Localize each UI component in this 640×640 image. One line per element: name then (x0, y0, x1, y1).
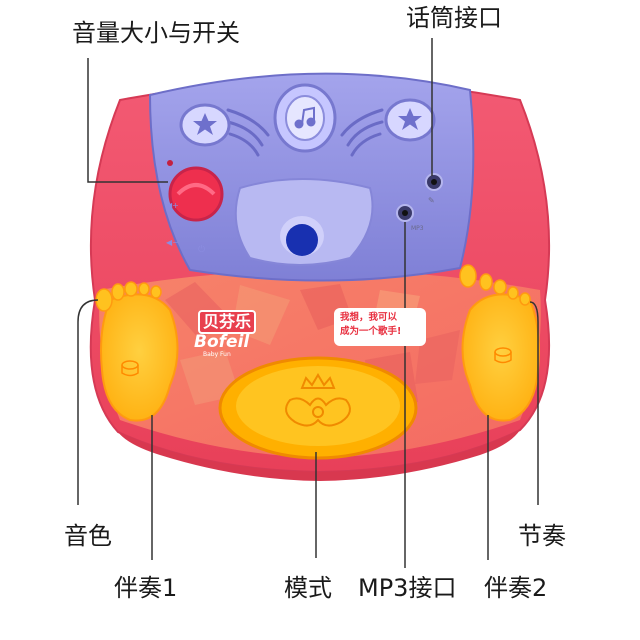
brand-logo-cn: 贝芬乐 (198, 310, 257, 334)
power-icon: ⏻ (198, 244, 205, 255)
mic-holder (234, 178, 374, 266)
star-icon (398, 108, 422, 130)
brand-subtitle: Baby Fun (203, 351, 231, 358)
mp3-jack[interactable] (396, 204, 414, 222)
mic-socket (286, 224, 318, 256)
music-note-icon (294, 106, 316, 129)
volume-up-icon: ◀+ (166, 201, 179, 210)
brand-logo-en: Bofeil (194, 332, 250, 352)
crest-icon (285, 397, 351, 427)
drum-icon (121, 360, 139, 377)
label-accompaniment-2: 伴奏2 (484, 574, 548, 602)
label-mode: 模式 (284, 574, 332, 602)
leader-tone (77, 299, 99, 505)
slogan-sticker: 我想，我可以 成为一个歌手! (334, 308, 426, 346)
star-icon (193, 113, 217, 135)
music-button[interactable] (273, 83, 337, 153)
star-button-left[interactable] (179, 103, 231, 147)
mode-pad[interactable] (218, 356, 418, 460)
drum-icon (494, 347, 512, 364)
volume-knob[interactable]: ◀+ ◀− ⏻ (166, 160, 224, 255)
speaker-grille (226, 108, 384, 157)
crown-icon (300, 373, 336, 389)
power-led (167, 160, 173, 166)
leader-volume (87, 58, 168, 183)
slogan-line-1: 我想，我可以 (340, 312, 398, 323)
volume-down-icon: ◀− (166, 238, 179, 247)
right-foot-pad[interactable] (459, 264, 540, 422)
leader-lines (77, 38, 539, 568)
toe-icons (459, 264, 531, 306)
mp3-jack-tag: MP3 (411, 225, 424, 232)
left-foot-pad[interactable] (95, 281, 179, 422)
label-volume-switch: 音量大小与开关 (72, 19, 240, 47)
label-tone: 音色 (64, 522, 112, 550)
label-rhythm: 节奏 (518, 522, 566, 550)
toe-icons (95, 281, 162, 312)
mic-jack[interactable]: ✎ (425, 173, 443, 205)
slogan-line-2: 成为一个歌手! (340, 326, 402, 338)
label-mic-jack: 话筒接口 (406, 4, 502, 32)
star-button-right[interactable] (384, 98, 436, 142)
label-accompaniment-1: 伴奏1 (114, 574, 178, 602)
mic-icon: ✎ (428, 196, 435, 205)
label-mp3-jack: MP3接口 (358, 574, 457, 602)
leader-rhythm (529, 301, 539, 505)
